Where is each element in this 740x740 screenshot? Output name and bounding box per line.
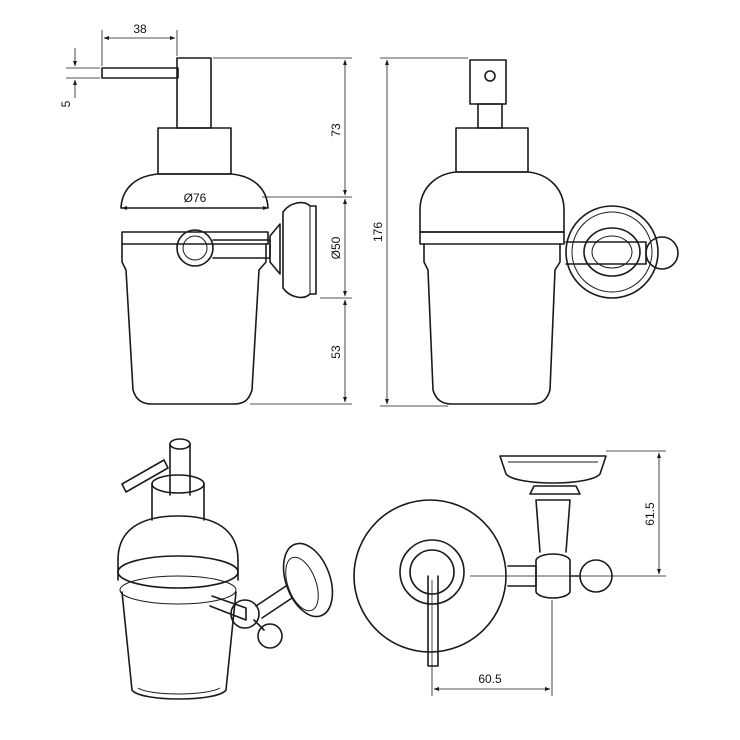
dim-bottom-height: 53 bbox=[329, 345, 343, 359]
iso-pump-head bbox=[169, 443, 191, 496]
top-view bbox=[353, 455, 613, 667]
dim-bracket-height: 61.5 bbox=[643, 502, 657, 526]
side-holder-knob bbox=[645, 236, 679, 270]
front-holder-ring-inner bbox=[182, 235, 208, 261]
dim-collar-diameter: Ø76 bbox=[184, 191, 207, 205]
iso-nozzle bbox=[121, 459, 169, 493]
dim-bracket-projection: 60.5 bbox=[478, 672, 502, 686]
top-cup-collar bbox=[529, 485, 581, 495]
iso-knob-neck bbox=[253, 619, 265, 631]
iso-knob bbox=[257, 623, 283, 649]
front-nozzle bbox=[101, 67, 179, 79]
iso-stem bbox=[255, 585, 293, 619]
front-holder-ring bbox=[176, 229, 214, 267]
side-holder-arm bbox=[565, 241, 647, 265]
iso-pump-top bbox=[169, 438, 191, 450]
dim-nozzle-diameter: 5 bbox=[59, 100, 73, 107]
iso-dome-rim bbox=[117, 555, 239, 589]
top-stem bbox=[535, 499, 571, 553]
side-holder-loop bbox=[583, 227, 641, 277]
front-view bbox=[101, 57, 317, 405]
side-wall-rosette-inner bbox=[571, 211, 653, 293]
front-arm bbox=[212, 239, 271, 259]
side-glass-body bbox=[423, 243, 561, 405]
side-pump-head bbox=[469, 59, 507, 105]
side-dome bbox=[419, 171, 565, 233]
front-pump-head bbox=[176, 57, 212, 129]
top-holder-hub bbox=[535, 553, 571, 599]
side-wall-rosette bbox=[565, 205, 659, 299]
side-pump-cap bbox=[455, 127, 529, 173]
iso-glass-body bbox=[121, 591, 237, 700]
side-collar bbox=[419, 231, 565, 245]
top-dimensions: 61.5 60.5 bbox=[431, 450, 666, 696]
front-glass-body bbox=[121, 243, 267, 405]
iso-wall-rosette bbox=[282, 542, 334, 618]
dim-pump-height: 73 bbox=[329, 123, 343, 137]
iso-cap-side bbox=[151, 483, 205, 521]
iso-holder-ring bbox=[230, 599, 260, 629]
iso-dome bbox=[117, 515, 239, 561]
front-stem bbox=[269, 223, 281, 275]
front-dimensions: 38 5 73 Ø50 53 Ø76 bbox=[59, 22, 352, 405]
dim-holder-diameter: Ø50 bbox=[329, 236, 343, 259]
front-collar bbox=[121, 231, 269, 245]
front-wall-rosette bbox=[282, 201, 317, 299]
iso-wall-rosette-inner bbox=[285, 556, 319, 612]
iso-collar bbox=[119, 575, 237, 605]
dim-nozzle-length: 38 bbox=[133, 22, 147, 36]
iso-arm bbox=[209, 595, 247, 621]
side-view bbox=[419, 59, 679, 405]
side-dimensions: 176 bbox=[371, 57, 468, 407]
side-holder-loop-inner bbox=[591, 235, 633, 269]
iso-glass-bottom bbox=[137, 687, 221, 695]
side-pump-neck bbox=[477, 103, 503, 129]
top-nozzle bbox=[427, 575, 439, 667]
top-cup bbox=[499, 455, 607, 484]
side-nozzle-hole bbox=[484, 70, 496, 82]
iso-cap-top bbox=[151, 474, 205, 494]
front-pump-cap bbox=[157, 127, 232, 175]
iso-dome-side bbox=[117, 559, 239, 581]
isometric-view bbox=[117, 438, 334, 700]
dim-total-height: 176 bbox=[371, 222, 385, 242]
